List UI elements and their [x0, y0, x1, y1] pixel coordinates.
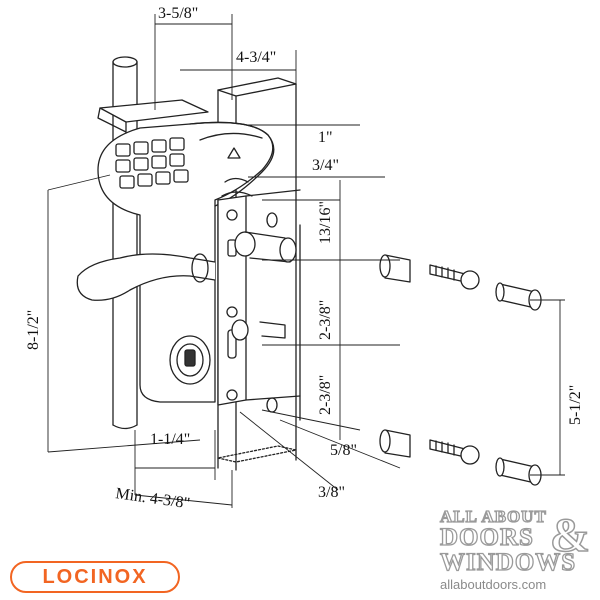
dim-screw-span: 5-1/2"	[567, 385, 584, 425]
watermark-line3: WINDOWS	[439, 549, 577, 576]
dimension-labels: 3-5/8" 4-3/4" 1" 3/4" 13/16" 2-3/8" 2-3/…	[25, 5, 584, 512]
latch-bolt	[231, 231, 297, 341]
dim-3-4: 3/4"	[312, 157, 339, 174]
upper-screw-set	[379, 254, 542, 311]
post-holes	[266, 212, 278, 413]
watermark: ALL ABOUT DOORS & WINDOWS allaboutdoors.…	[439, 507, 600, 600]
handle-lever	[76, 253, 216, 301]
dim-post-width: 4-3/4"	[236, 49, 276, 66]
key-cylinder	[169, 335, 211, 385]
locinox-logo-text: LOCINOX	[42, 565, 148, 588]
locinox-logo: LOCINOX	[10, 561, 180, 593]
dim-13-16: 13/16"	[317, 201, 334, 244]
watermark-line2: DOORS	[439, 524, 534, 551]
dim-3-8: 3/8"	[318, 484, 345, 501]
dim-2-3-8-lower: 2-3/8"	[317, 375, 334, 415]
dim-5-8: 5/8"	[330, 442, 357, 459]
dim-1-1-4: 1-1/4"	[150, 431, 190, 448]
dimension-lines	[47, 14, 565, 508]
lower-screw-set	[379, 429, 542, 486]
faceplate	[217, 189, 301, 421]
dim-1-inch: 1"	[318, 129, 333, 146]
dim-min-width: Min. 4-3/8"	[114, 485, 191, 512]
dim-top-width: 3-5/8"	[158, 5, 198, 22]
dim-height: 8-1/2"	[25, 310, 42, 350]
watermark-url: allaboutdoors.com	[440, 577, 547, 592]
dim-2-3-8-upper: 2-3/8"	[317, 300, 334, 340]
keypad	[115, 137, 253, 197]
watermark-ampersand: &	[549, 508, 590, 563]
watermark-line1: ALL ABOUT	[439, 507, 547, 526]
round-bar	[112, 56, 138, 430]
